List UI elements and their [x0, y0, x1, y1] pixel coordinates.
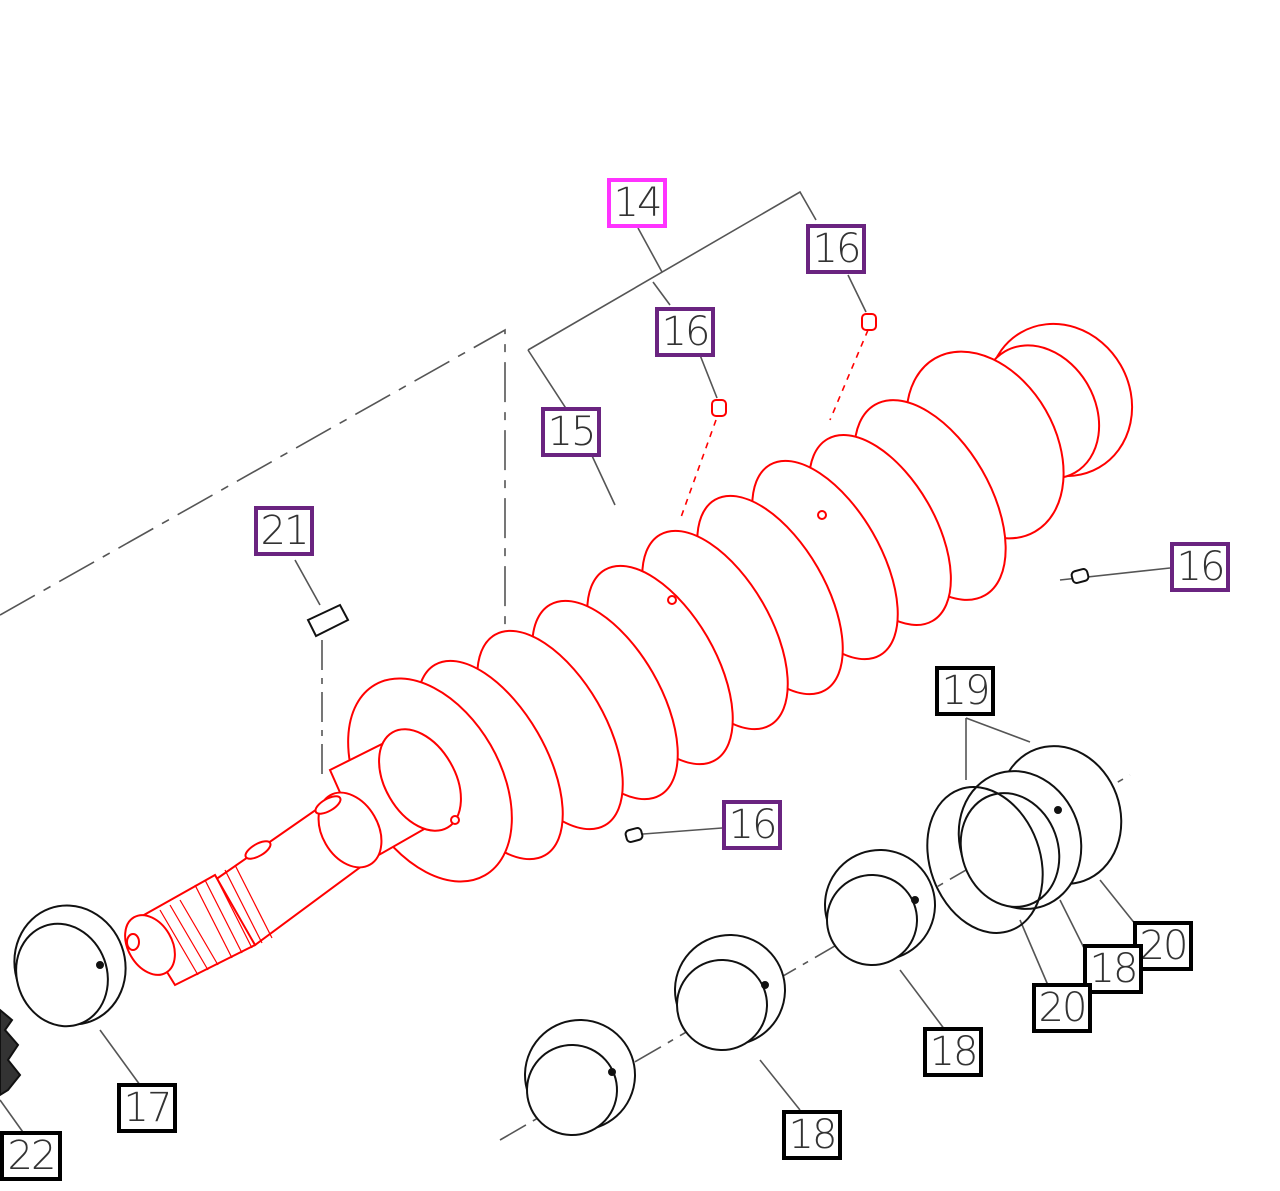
callout-15[interactable]: 15 — [541, 407, 601, 457]
callout-16[interactable]: 16 — [1170, 542, 1230, 592]
callout-21[interactable]: 21 — [254, 506, 314, 556]
callout-19[interactable]: 19 — [935, 666, 995, 716]
callout-17[interactable]: 17 — [117, 1083, 177, 1133]
callout-20[interactable]: 20 — [1133, 921, 1193, 971]
callout-16[interactable]: 16 — [722, 800, 782, 850]
callout-16[interactable]: 16 — [655, 307, 715, 357]
callout-16[interactable]: 16 — [806, 224, 866, 274]
bearings-and-parts — [0, 568, 1123, 1136]
callout-14[interactable]: 14 — [607, 178, 667, 228]
callout-20[interactable]: 20 — [1032, 983, 1092, 1033]
callout-18[interactable]: 18 — [1083, 944, 1143, 994]
callout-22[interactable]: 22 — [0, 1131, 62, 1181]
callout-18[interactable]: 18 — [782, 1110, 842, 1160]
callout-18[interactable]: 18 — [923, 1027, 983, 1077]
crankshaft — [124, 313, 1134, 987]
